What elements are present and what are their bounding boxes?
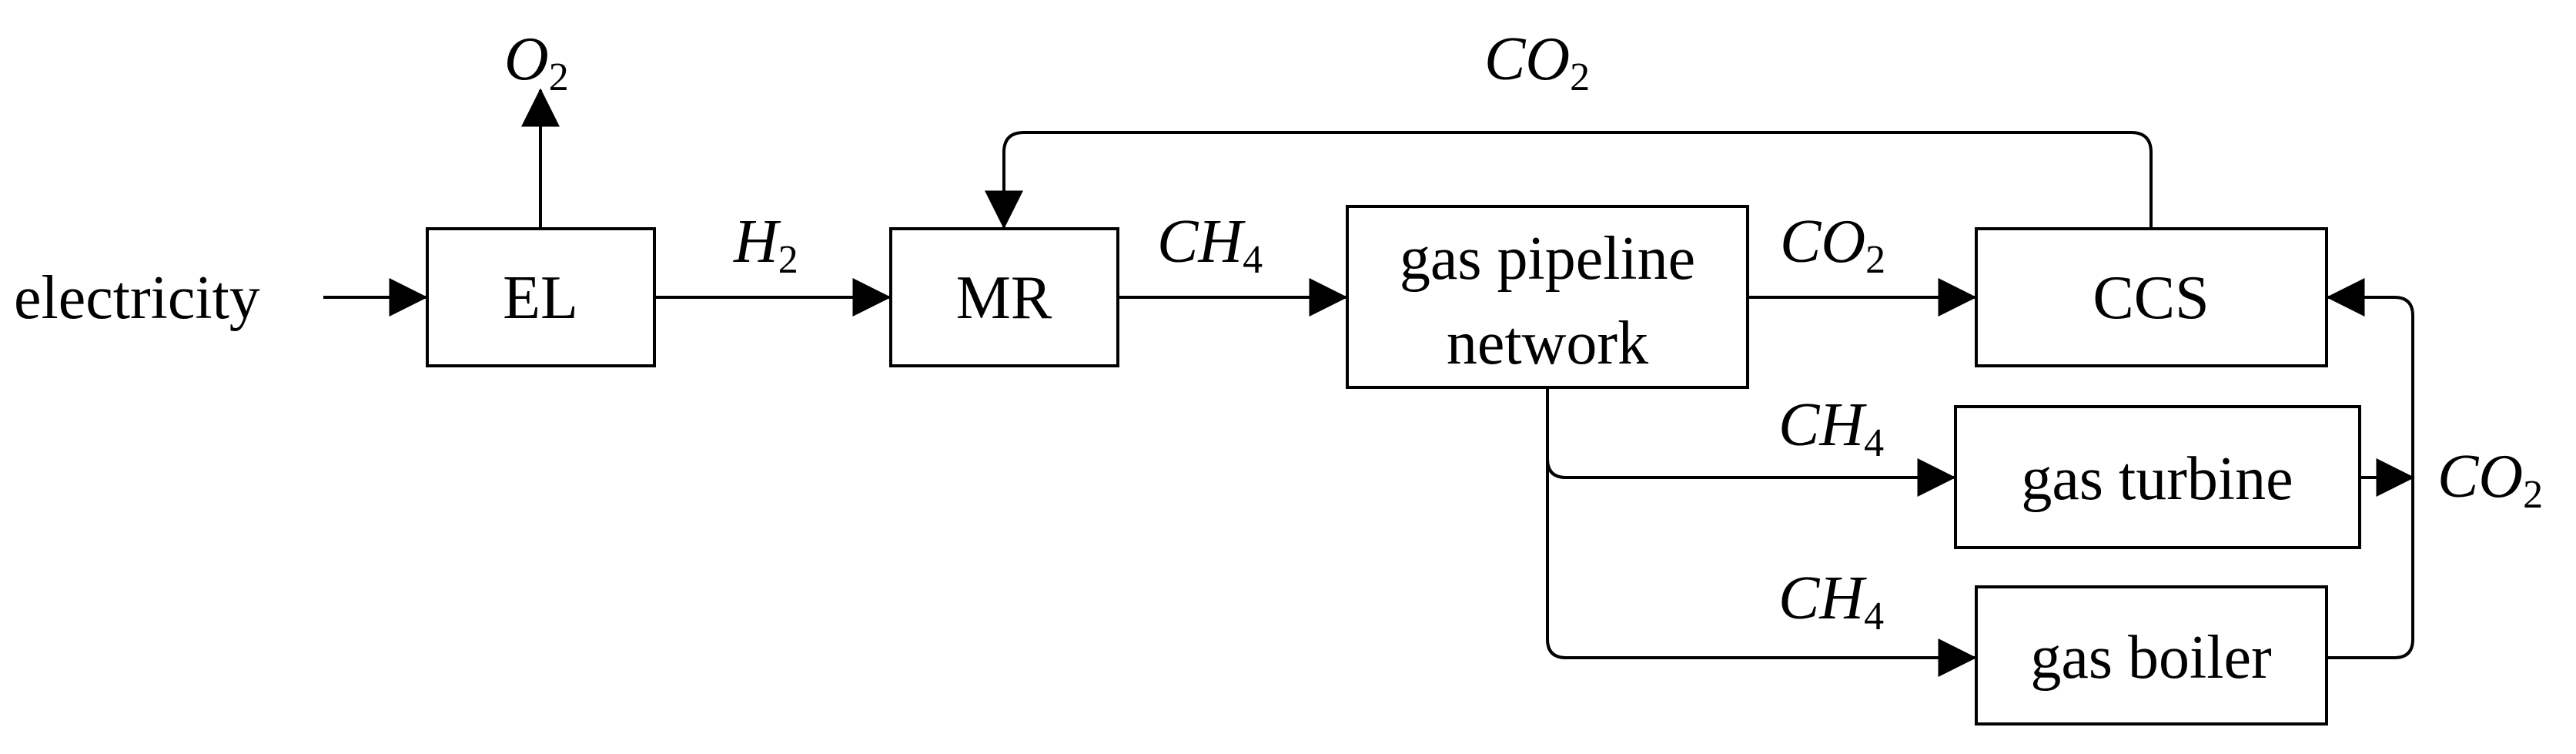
ch4-turbine-label: CH4 — [1778, 391, 1884, 465]
co2-return-label: CO2 — [2437, 443, 2543, 517]
co2-recycle-main: CO — [1484, 25, 1570, 93]
co2-network-ccs-main: CO — [1780, 208, 1865, 276]
gas-turbine-label: gas turbine — [2021, 445, 2293, 513]
network-label-line2: network — [1447, 310, 1648, 377]
gas-boiler-label: gas boiler — [2030, 624, 2271, 692]
o2-main: O — [504, 25, 549, 93]
co2-return-sub: 2 — [2523, 473, 2543, 517]
el-box — [426, 227, 656, 367]
gas-turbine-box — [1954, 405, 2361, 549]
ch4-turbine-sub: 4 — [1864, 421, 1884, 465]
o2-sub: 2 — [549, 55, 569, 99]
arrow-network-to-boiler — [1546, 459, 1977, 677]
co2-network-ccs-sub: 2 — [1865, 238, 1885, 282]
h2-main: H — [733, 208, 781, 276]
arrow-boiler-to-ccs-return — [2326, 278, 2414, 659]
ch4-mr-network-main: CH — [1157, 208, 1246, 276]
co2-network-ccs-label: CO2 — [1780, 208, 1885, 282]
h2-sub: 2 — [778, 238, 798, 282]
ccs-box — [1975, 227, 2328, 367]
arrow-ccs-to-mr-co2-recycle — [985, 131, 2153, 230]
ch4-boiler-sub: 4 — [1864, 595, 1884, 638]
co2-recycle-label: CO2 — [1484, 25, 1590, 99]
electricity-label: electricity — [14, 264, 260, 332]
ch4-boiler-label: CH4 — [1778, 565, 1884, 638]
arrow-network-to-turbine — [1546, 389, 1956, 497]
ch4-boiler-main: CH — [1778, 565, 1867, 632]
ch4-mr-network-sub: 4 — [1243, 238, 1263, 282]
ch4-turbine-main: CH — [1778, 391, 1867, 459]
h2-label: H2 — [733, 208, 798, 282]
ch4-mr-network-label: CH4 — [1157, 208, 1263, 282]
gas-pipeline-network-box — [1346, 205, 1749, 389]
o2-label: O2 — [504, 25, 569, 99]
network-label-line1: gas pipeline — [1400, 225, 1695, 293]
mr-label: MR — [956, 264, 1052, 332]
ccs-label: CCS — [2093, 264, 2209, 332]
co2-return-main: CO — [2437, 443, 2523, 511]
el-label: EL — [503, 264, 578, 332]
co2-recycle-sub: 2 — [1570, 55, 1590, 99]
mr-box — [889, 227, 1119, 367]
